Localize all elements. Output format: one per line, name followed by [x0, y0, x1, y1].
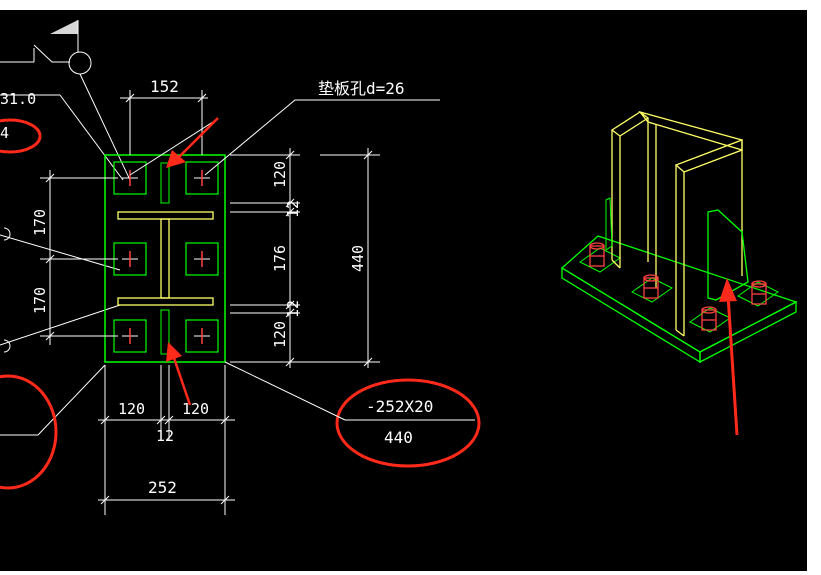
dim-right-seg-5: 120: [271, 321, 289, 348]
base-plate-plan: [104, 154, 226, 363]
annotation-circle-left-bottom: [0, 374, 58, 490]
dim-top-width: 152: [150, 77, 179, 96]
plate-spec-bottom: 440: [384, 428, 413, 447]
dim-right-total: 440: [349, 245, 367, 272]
dim-bottom-seg-2: 120: [182, 400, 209, 418]
stiffener-3d: [707, 209, 749, 301]
anchor-bolt-3d: [589, 242, 605, 267]
dim-left-seg-2: 170: [31, 287, 49, 314]
annotation-arrow-3d: [719, 278, 739, 436]
hole-note: 垫板孔d=26: [318, 79, 405, 98]
stiffener-bottom: [160, 309, 170, 355]
flag-icon: [50, 20, 78, 34]
window-border-right: [807, 0, 821, 571]
leader-fragments: [0, 44, 131, 436]
dim-bottom-gap: 12: [156, 427, 174, 445]
dim-right-seg-4: 12: [284, 300, 302, 318]
anchor-bolt-3d: [751, 280, 767, 305]
column-flange-bottom: [117, 297, 214, 306]
anchor-bolt-3d: [701, 306, 717, 331]
washer-plate: [185, 242, 219, 276]
annotation-circle-plate-spec: [335, 378, 481, 468]
plate-spec-top: -252X20: [366, 397, 433, 416]
stiffener-top: [160, 162, 170, 204]
annotation-arrow-top: [166, 117, 219, 168]
annotation-circle-left-top: [0, 118, 42, 154]
column-flange-top: [117, 211, 214, 220]
label-top-left: 31.0: [0, 90, 36, 108]
dim-right-seg-2: 12: [284, 200, 302, 218]
column-base-3d-view: [560, 110, 798, 436]
dim-left-seg-1: 170: [31, 209, 49, 236]
dim-right-seg-3: 176: [271, 245, 289, 272]
dimensions: [40, 90, 475, 515]
window-border-top: [0, 0, 821, 10]
dim-bottom-total: 252: [148, 478, 177, 497]
washer-plate: [185, 319, 219, 353]
dim-bottom-seg-1: 120: [118, 400, 145, 418]
column-web: [160, 218, 170, 299]
washer-plate: [185, 161, 219, 195]
dim-right-seg-1: 120: [271, 161, 289, 188]
anchor-bolt-3d: [643, 274, 659, 299]
annotation-arrow-bottom: [166, 342, 192, 406]
label-circled-left: 4: [0, 124, 9, 142]
